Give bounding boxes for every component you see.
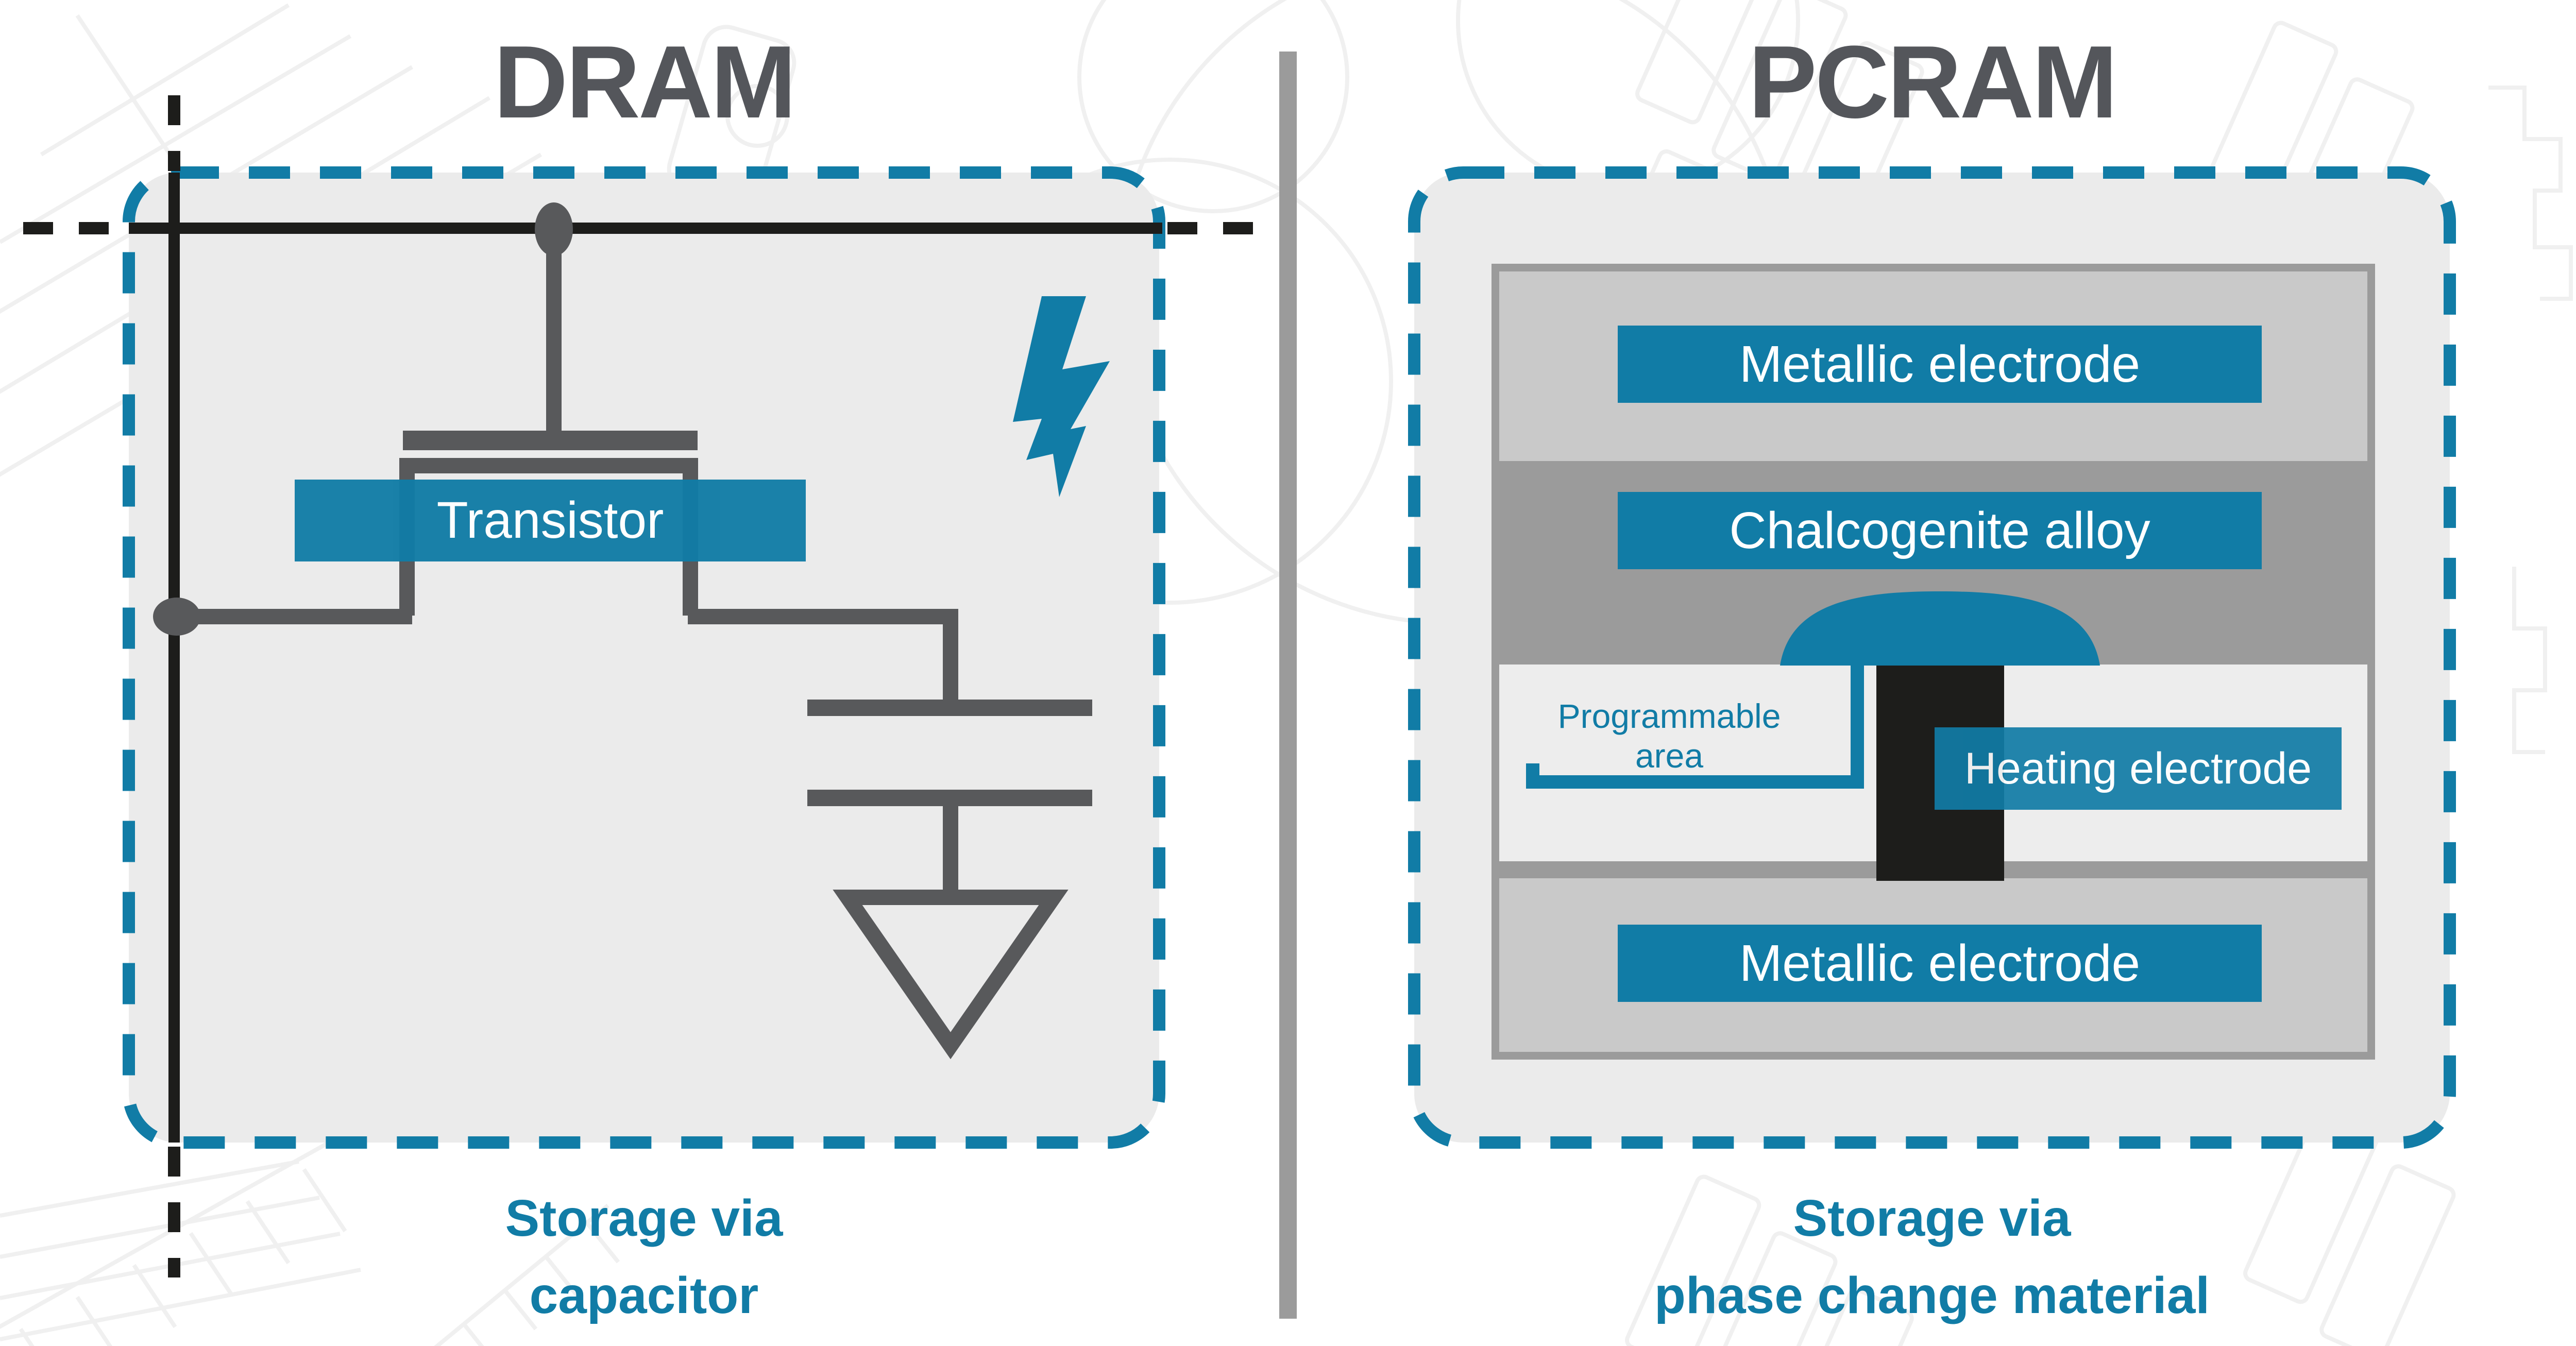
dram-cell-box bbox=[123, 166, 1165, 1149]
capacitor-plate-bottom bbox=[807, 790, 1092, 806]
lightning-bolt-icon bbox=[1013, 296, 1110, 497]
programmable-area-line2: area bbox=[1635, 736, 1704, 775]
top-metallic-electrode-label: Metallic electrode bbox=[1618, 326, 2262, 403]
pcram-caption-line2: phase change material bbox=[1654, 1267, 2210, 1324]
pcram-caption: Storage via phase change material bbox=[1391, 1180, 2473, 1334]
capacitor-plate-top bbox=[807, 700, 1092, 716]
transistor-label: Transistor bbox=[295, 480, 806, 561]
dram-caption-line1: Storage via bbox=[505, 1189, 783, 1247]
programmable-area-label: Programmable area bbox=[1525, 696, 1814, 775]
heating-electrode-label: Heating electrode bbox=[1935, 727, 2342, 810]
dram-caption-line2: capacitor bbox=[529, 1267, 759, 1324]
word-line-junction-dot bbox=[535, 202, 573, 256]
pcram-title: PCRAM bbox=[1748, 25, 2117, 140]
divider-bar bbox=[1279, 52, 1297, 1319]
phase-change-dome bbox=[1780, 591, 2100, 666]
pcram-caption-line1: Storage via bbox=[1793, 1189, 2071, 1247]
programmable-area-line1: Programmable bbox=[1557, 697, 1781, 735]
dram-title: DRAM bbox=[494, 25, 796, 140]
drain-wire bbox=[688, 609, 958, 705]
bottom-metallic-electrode-label: Metallic electrode bbox=[1618, 925, 2262, 1002]
programmable-area-bracket bbox=[1526, 650, 1864, 789]
chalcogenite-alloy-label: Chalcogenite alloy bbox=[1618, 492, 2262, 569]
ground-symbol bbox=[833, 890, 1069, 1060]
gate-bar bbox=[403, 431, 698, 450]
dram-caption: Storage via capacitor bbox=[180, 1180, 1108, 1334]
